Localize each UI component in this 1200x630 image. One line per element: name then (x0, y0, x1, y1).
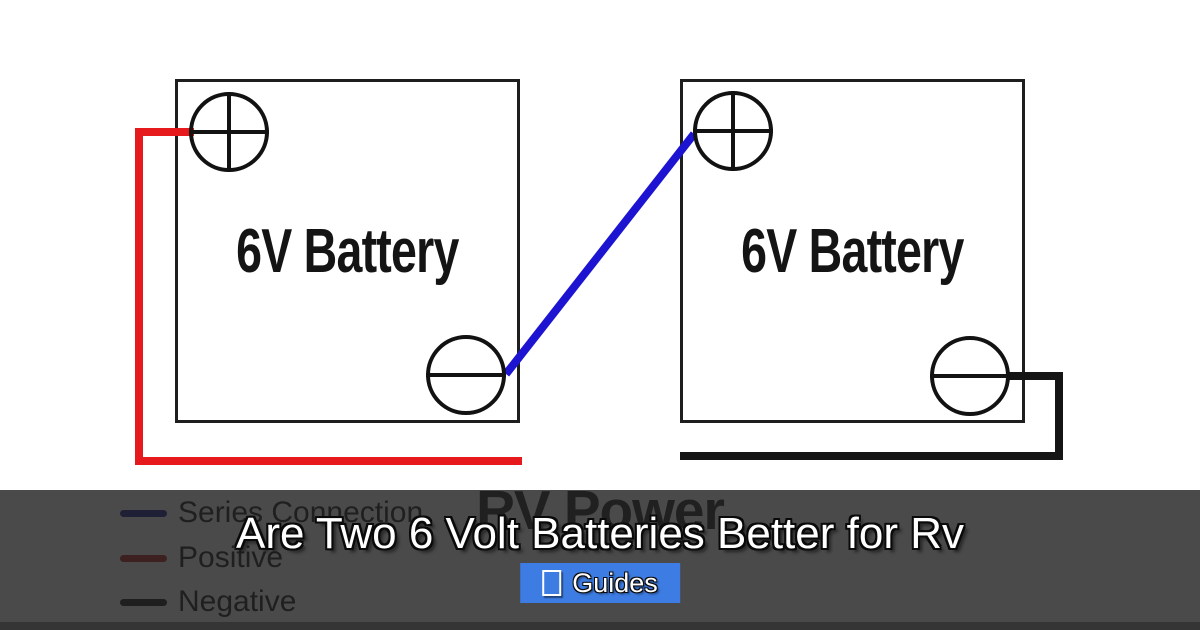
page-title: Are Two 6 Volt Batteries Better for Rv (236, 509, 964, 558)
positive-wire (135, 457, 522, 465)
negative-terminal-icon (930, 336, 1010, 416)
guides-badge[interactable]: Guides (520, 563, 680, 603)
battery-box-right: 6V Battery (680, 79, 1025, 423)
missing-glyph-icon (542, 570, 562, 596)
negative-wire (680, 452, 1063, 460)
positive-wire (135, 128, 143, 465)
negative-wire (1055, 372, 1063, 460)
series-connection-wire (502, 131, 698, 377)
positive-terminal-icon (189, 92, 269, 172)
guides-badge-label: Guides (572, 567, 658, 598)
battery-box-left: 6V Battery (175, 79, 520, 423)
bottom-strip (0, 622, 1200, 630)
negative-terminal-icon (426, 335, 506, 415)
positive-wire (135, 128, 194, 136)
battery-label: 6V Battery (741, 216, 964, 286)
title-overlay: Are Two 6 Volt Batteries Better for Rv G… (0, 490, 1200, 630)
negative-wire (1006, 372, 1063, 380)
positive-terminal-icon (693, 91, 773, 171)
battery-label: 6V Battery (236, 216, 459, 286)
